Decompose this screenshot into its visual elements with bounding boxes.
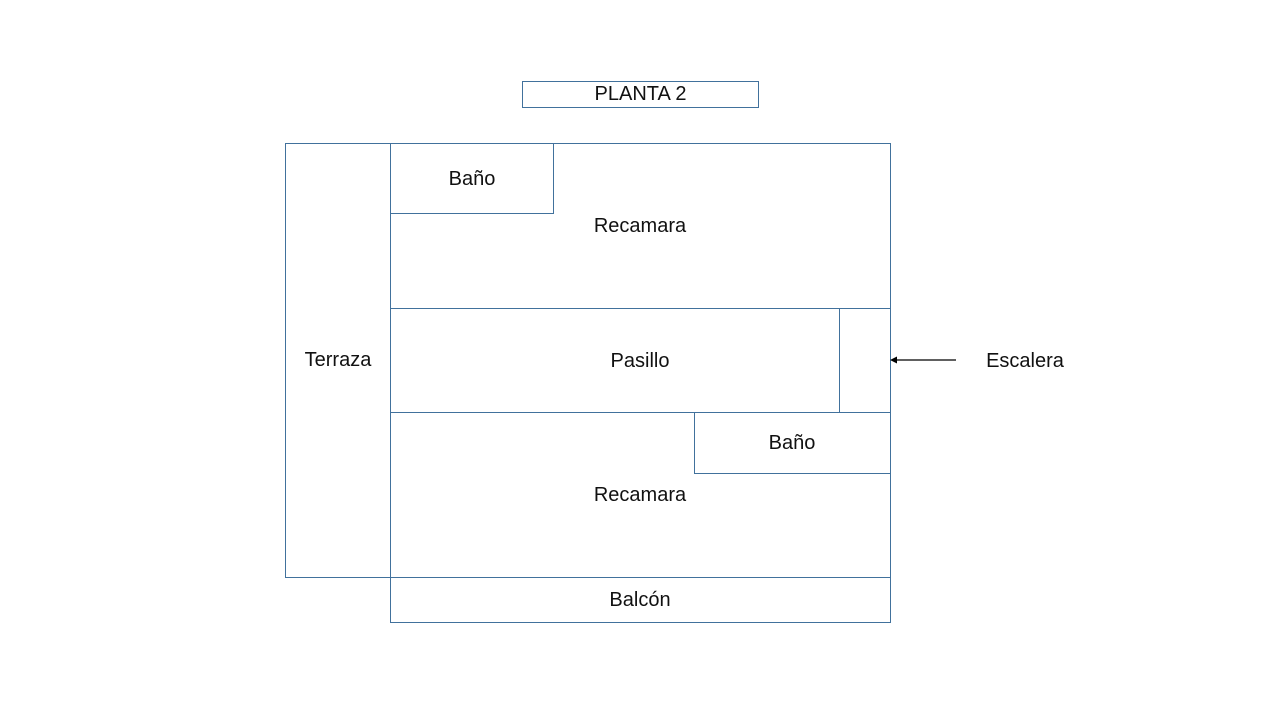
terraza-area [285,143,391,578]
recamara-top-label: Recamara [593,215,687,237]
bano-top-label: Baño [448,168,496,190]
bano-bottom-area [694,412,891,474]
bano-top-area [390,143,554,214]
balcon-label: Balcón [609,589,671,611]
escalera-label: Escalera [986,350,1064,372]
recamara-bottom-label: Recamara [593,484,687,506]
plan-title: PLANTA 2 [522,81,759,108]
bano-bottom-label: Baño [768,432,816,454]
pasillo-label: Pasillo [610,350,670,372]
escalera-slot [839,308,891,413]
pasillo-area [390,308,840,413]
terraza-label: Terraza [304,349,372,371]
arrow-left-icon [890,356,956,364]
balcon-area [390,577,891,623]
